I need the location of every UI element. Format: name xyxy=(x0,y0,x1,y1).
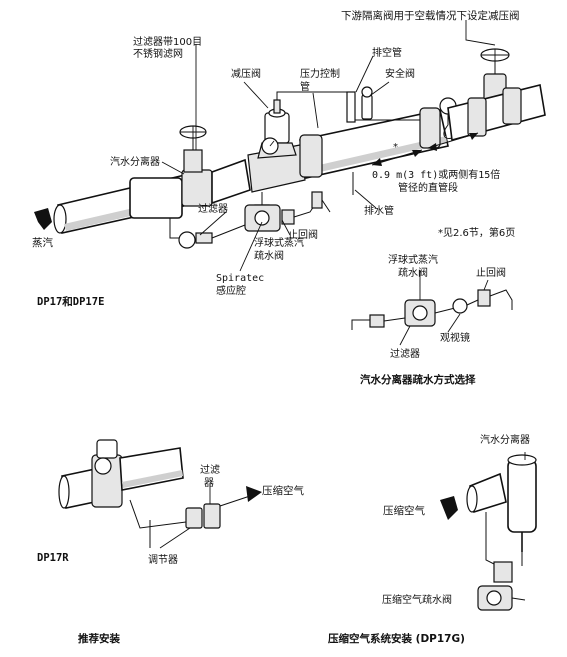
dp17r-drawing xyxy=(58,439,262,549)
strainer-label: 过滤器 xyxy=(198,202,228,215)
pressure-control-pipe-label-line2: 管 xyxy=(300,80,310,93)
distance-label-line2: 管径的直管段 xyxy=(398,181,458,194)
check-valve-label: 止回阀 xyxy=(288,228,318,241)
drain-float-trap-label-line2: 疏水阀 xyxy=(398,266,428,279)
dp17g-caption: 压缩空气系统安装 (DP17G) xyxy=(328,632,465,645)
main-piping-drawing xyxy=(34,20,546,272)
spiratec-label-line1: Spiratec xyxy=(216,273,264,284)
steam-label: 蒸汽 xyxy=(32,236,53,249)
float-trap-label-line1: 浮球式蒸汽 xyxy=(254,236,304,249)
dp17g-compressed-air-label: 压缩空气 xyxy=(383,504,425,517)
safety-valve-label: 安全阀 xyxy=(385,67,415,80)
model-dp17-label: DP17和DP17E xyxy=(37,295,104,308)
dp17r-caption: 推荐安装 xyxy=(78,632,120,645)
strainer-100-mesh-label-line1: 过滤器带100目 xyxy=(133,35,202,48)
dp17r-model-label: DP17R xyxy=(37,552,69,564)
separator-drain-drawing xyxy=(351,270,513,346)
dp17g-drawing xyxy=(440,452,537,611)
vent-pipe-label: 排空管 xyxy=(372,46,402,59)
spiratec-label-line2: 感应腔 xyxy=(216,284,246,297)
drain-pipe-label: 排水管 xyxy=(364,204,394,217)
pressure-control-pipe-label-line1: 压力控制 xyxy=(300,67,340,80)
float-trap-label-line2: 疏水阀 xyxy=(254,249,284,262)
drain-check-valve-label: 止回阀 xyxy=(476,266,506,279)
pressure-reducing-valve-label: 减压阀 xyxy=(231,67,261,80)
strainer-100-mesh-label-line2: 不锈钢滤网 xyxy=(133,47,183,60)
separator-drain-caption: 汽水分离器疏水方式选择 xyxy=(360,373,476,386)
drain-float-trap-label-line1: 浮球式蒸汽 xyxy=(388,253,438,266)
dp17r-compressed-air-label: 压缩空气 xyxy=(262,484,304,497)
distance-label-line1: 0.9 m(3 ft)或两侧有15倍 xyxy=(372,168,500,181)
dp17r-strainer-label-line1: 过滤 xyxy=(200,463,220,476)
distance-asterisk: * xyxy=(393,142,398,153)
downstream-valve-label: 下游隔离阀用于空载情况下设定减压阀 xyxy=(341,9,520,22)
steam-separator-label: 汽水分离器 xyxy=(110,155,160,168)
dp17g-separator-label: 汽水分离器 xyxy=(480,433,530,446)
dp17r-regulator-label: 调节器 xyxy=(148,554,178,566)
footnote-label: *见2.6节，第6页 xyxy=(438,226,515,239)
dp17g-air-trap-label: 压缩空气疏水阀 xyxy=(382,593,452,606)
dp17r-strainer-label-line2: 器 xyxy=(204,477,214,489)
drain-sight-glass-label: 观视镜 xyxy=(440,331,470,344)
drain-strainer-label: 过滤器 xyxy=(390,347,420,360)
